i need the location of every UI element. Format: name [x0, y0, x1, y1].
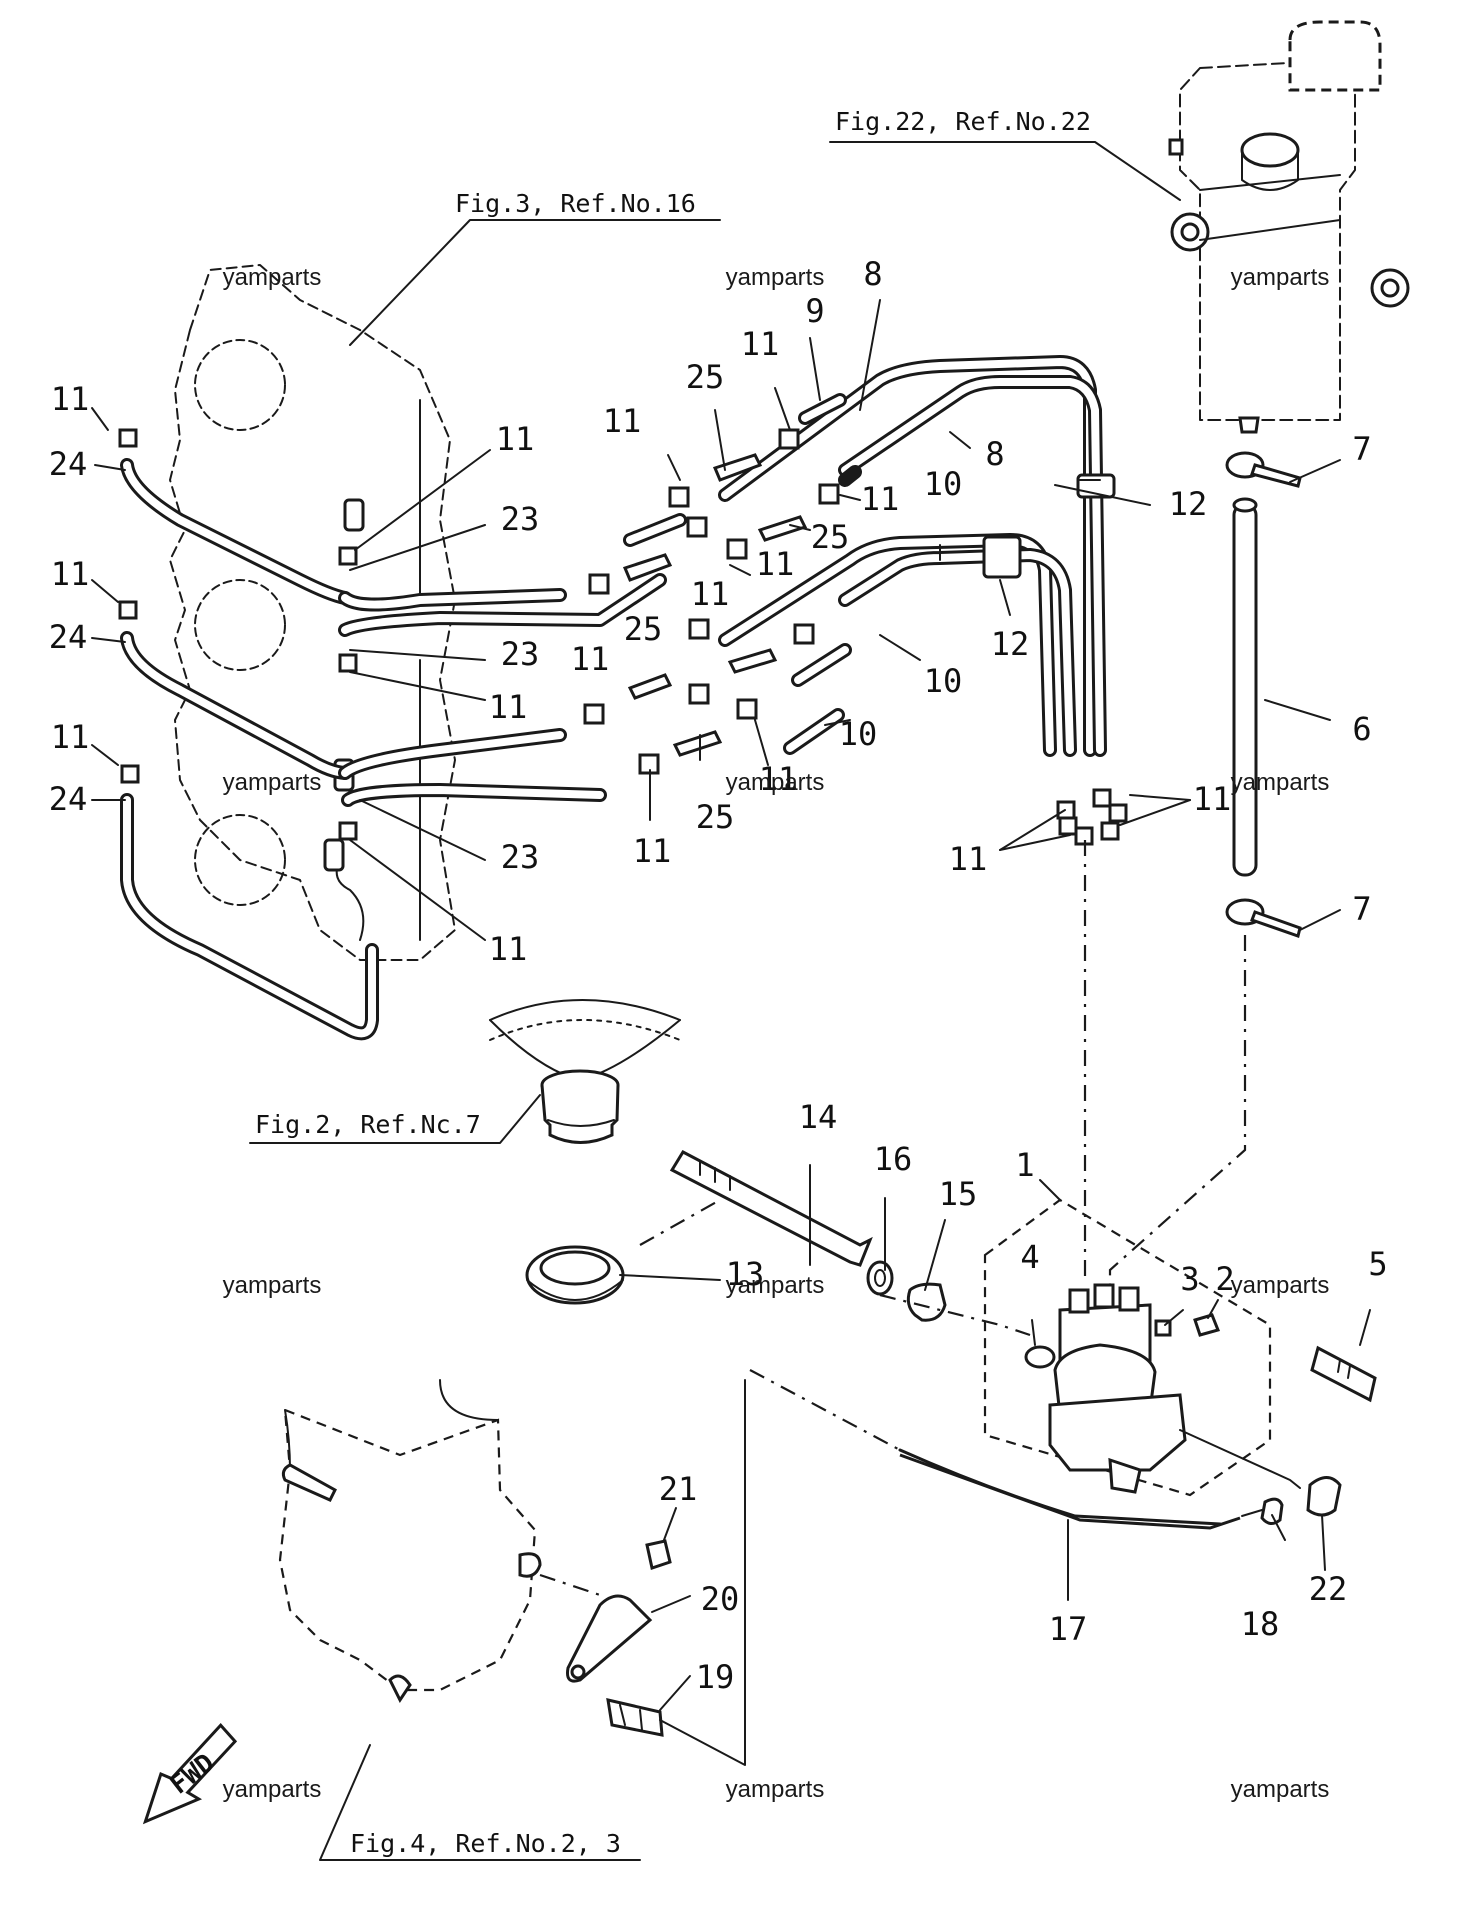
label-part-23c: 23	[501, 838, 540, 876]
label-part-25c: 25	[624, 610, 663, 648]
watermark: yamparts	[726, 264, 825, 291]
label-part-11: 11	[603, 402, 642, 440]
watermark: yamparts	[726, 1776, 825, 1803]
label-part-10c: 10	[839, 715, 878, 753]
pump-hoses	[718, 355, 1116, 757]
label-part-7a: 7	[1352, 430, 1371, 468]
label-part-11: 11	[51, 718, 90, 756]
label-part-11: 11	[633, 832, 672, 870]
label-part-20: 20	[701, 1580, 740, 1618]
watermark: yamparts	[1231, 769, 1330, 796]
watermark: yamparts	[223, 264, 322, 291]
fig2-flywheel	[489, 999, 681, 1144]
fwd-arrow-icon: FWD	[142, 1722, 238, 1825]
label-part-24a: 24	[49, 445, 88, 483]
label-part-12a: 12	[1169, 485, 1208, 523]
label-part-3: 3	[1180, 1260, 1199, 1298]
label-part-11: 11	[51, 555, 90, 593]
label-part-25b: 25	[811, 518, 850, 556]
control-rod-17	[749, 1369, 1342, 1530]
label-part-11: 11	[496, 420, 535, 458]
label-part-18: 18	[1241, 1605, 1280, 1643]
watermark: yamparts	[1231, 1776, 1330, 1803]
ref-fig4: Fig.4, Ref.No.2, 3	[350, 1829, 621, 1858]
label-part-11: 11	[741, 325, 780, 363]
watermark: yamparts	[726, 769, 825, 796]
label-part-6: 6	[1352, 710, 1371, 748]
label-part-5: 5	[1368, 1245, 1387, 1283]
label-part-8a: 8	[863, 255, 882, 293]
label-part-11: 11	[489, 930, 528, 968]
watermark: yamparts	[223, 1776, 322, 1803]
label-part-24c: 24	[49, 780, 88, 818]
label-part-19: 19	[696, 1658, 735, 1696]
label-part-11: 11	[51, 380, 90, 418]
label-part-14: 14	[799, 1098, 838, 1136]
watermark: yamparts	[223, 769, 322, 796]
label-part-10b: 10	[924, 662, 963, 700]
label-part-11: 11	[756, 545, 795, 583]
watermark: yamparts	[223, 1272, 322, 1299]
label-part-11: 11	[949, 840, 988, 878]
label-part-23b: 23	[501, 635, 540, 673]
label-part-22: 22	[1309, 1570, 1348, 1608]
link-19-21	[539, 1379, 746, 1766]
label-part-24b: 24	[49, 618, 88, 656]
watermark: yamparts	[1231, 264, 1330, 291]
label-part-11: 11	[489, 688, 528, 726]
oil-pump-1	[983, 1198, 1377, 1497]
drive-shaft-14	[669, 1150, 947, 1322]
label-part-7b: 7	[1352, 890, 1371, 928]
pump-fittings	[1056, 788, 1128, 846]
ref-fig22: Fig.22, Ref.No.22	[835, 107, 1091, 136]
oil-tank	[1168, 20, 1410, 434]
hose-24-group	[120, 458, 379, 1041]
label-part-2: 2	[1215, 1260, 1234, 1298]
label-part-11: 11	[691, 575, 730, 613]
label-part-1: 1	[1015, 1146, 1034, 1184]
engine-block	[169, 264, 456, 961]
fig4-powerhead	[278, 1379, 542, 1703]
hose-6	[1083, 451, 1302, 1290]
label-part-13: 13	[726, 1255, 765, 1293]
label-part-25a: 25	[686, 358, 725, 396]
label-part-11: 11	[571, 640, 610, 678]
oil-seal-13	[525, 1245, 625, 1305]
leader-lines	[91, 141, 1371, 1861]
label-part-21: 21	[659, 1470, 698, 1508]
label-part-23a: 23	[501, 500, 540, 538]
label-part-11: 11	[1193, 780, 1232, 818]
label-part-8b: 8	[985, 435, 1004, 473]
oil-hoses	[338, 513, 687, 807]
ref-fig2: Fig.2, Ref.Nc.7	[255, 1110, 481, 1139]
label-part-4: 4	[1020, 1238, 1039, 1276]
label-part-17: 17	[1049, 1610, 1088, 1648]
label-part-15: 15	[939, 1175, 978, 1213]
label-part-10a: 10	[924, 465, 963, 503]
watermark: yamparts	[1231, 1272, 1330, 1299]
label-part-12b: 12	[991, 625, 1030, 663]
label-part-11: 11	[759, 760, 798, 798]
label-part-16: 16	[874, 1140, 913, 1178]
label-part-25d: 25	[696, 798, 735, 836]
watermark: yamparts	[726, 1272, 825, 1299]
label-part-11: 11	[861, 480, 900, 518]
ref-fig3: Fig.3, Ref.No.16	[455, 189, 696, 218]
label-part-9: 9	[805, 292, 824, 330]
